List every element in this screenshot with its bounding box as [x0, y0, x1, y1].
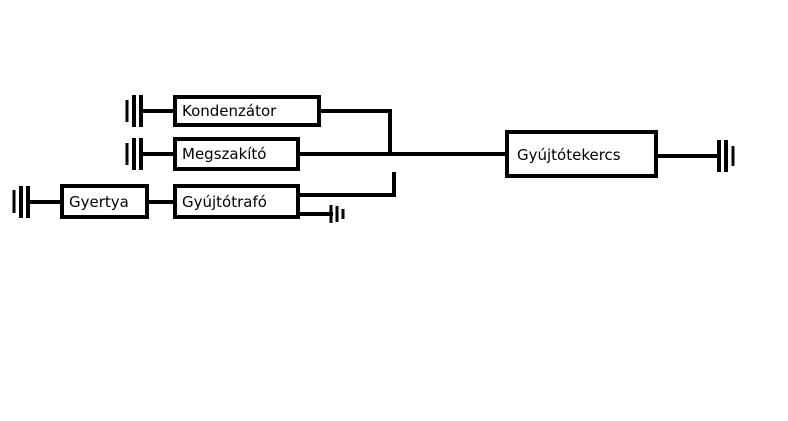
label-kondenzator: Kondenzátor — [182, 102, 277, 120]
ground-icon-kondenzator — [125, 95, 143, 127]
label-gyertya: Gyertya — [69, 193, 129, 211]
label-megszakito: Megszakító — [182, 145, 267, 163]
ground-icon-gyertya — [12, 186, 30, 218]
label-gyujtotrafo: Gyújtótrafó — [182, 193, 267, 211]
ground-icon-megszakito — [125, 138, 143, 170]
box-megszakito: Megszakító — [173, 137, 300, 171]
wire-gyujtotrafo-junction — [296, 172, 396, 197]
box-kondenzator: Kondenzátor — [173, 95, 321, 127]
label-gyujtotekercs: Gyújtótekercs — [517, 146, 621, 164]
box-gyertya: Gyertya — [60, 184, 149, 219]
wire-kondenzator-junction — [317, 109, 392, 156]
ground-icon-gyujtotekercs — [717, 140, 735, 172]
box-gyujtotekercs: Gyújtótekercs — [505, 130, 658, 178]
box-gyujtotrafo: Gyújtótrafó — [173, 184, 300, 219]
